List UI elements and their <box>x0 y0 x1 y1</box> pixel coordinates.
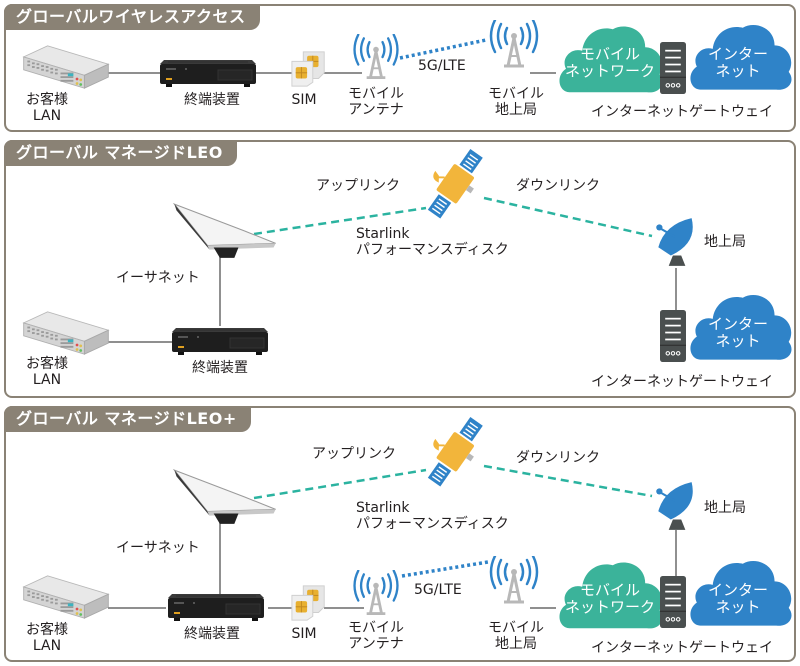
uplink-line <box>253 206 427 236</box>
mobile-network-cloud-label: モバイル ネットワーク <box>565 582 655 616</box>
gateway-label: インターネットゲートウェイ <box>591 104 773 120</box>
customer-lan-label: お客様 LAN <box>22 92 72 124</box>
panel-title: グローバル マネージドLEO <box>4 140 237 166</box>
panel-title: グローバルワイヤレスアクセス <box>4 4 260 30</box>
mobile-antenna-label-line2: アンテナ <box>348 102 404 118</box>
sim-label: SIM <box>291 626 317 642</box>
gateway-server-icon <box>660 310 686 362</box>
starlink-dish-label-line1: Starlink <box>356 226 410 242</box>
sim-card-icon <box>290 584 328 622</box>
downlink-label: ダウンリンク <box>516 450 600 466</box>
mobile-network-line1: モバイル <box>579 581 641 599</box>
ground-station-label: 地上局 <box>704 500 746 516</box>
gateway-server-icon <box>660 576 686 628</box>
internet-line2: ネット <box>715 332 761 350</box>
downlink-line <box>483 464 653 498</box>
mobile-antenna-label-line2: アンテナ <box>348 636 404 652</box>
internet-line1: インター <box>707 315 769 333</box>
cellular-link-5g-lte <box>399 38 487 60</box>
customer-lan-switch-icon <box>20 310 112 356</box>
link-label-5g-lte: 5G/LTE <box>418 58 466 74</box>
internet-line2: ネット <box>715 62 761 80</box>
internet-cloud-label: インター ネット <box>708 46 768 80</box>
uplink-label: アップリンク <box>312 446 396 462</box>
mobile-antenna-label: モバイル アンテナ <box>348 620 404 652</box>
gateway-label: インターネットゲートウェイ <box>591 374 773 390</box>
customer-lan-switch-icon <box>20 44 112 90</box>
mobile-ground-station-label: モバイル 地上局 <box>488 620 544 652</box>
mobile-antenna-label: モバイル アンテナ <box>348 86 404 118</box>
uplink-line <box>253 468 427 500</box>
satellite-icon <box>416 146 492 222</box>
internet-cloud-label: インター ネット <box>708 582 768 616</box>
mobile-antenna-label-line1: モバイル <box>348 620 404 636</box>
mobile-network-line1: モバイル <box>579 45 641 63</box>
starlink-dish-icon <box>172 200 276 262</box>
ground-station-label: 地上局 <box>704 234 746 250</box>
downlink-label: ダウンリンク <box>516 178 600 194</box>
mobile-antenna-icon <box>348 34 404 82</box>
customer-lan-label: お客様 LAN <box>22 356 72 388</box>
gateway-label: インターネットゲートウェイ <box>591 640 773 656</box>
panel-global-managed-leo: グローバル マネージドLEO イーサネット アップリンク ダウンリンク Star… <box>4 140 796 398</box>
panel-global-wireless-access: グローバルワイヤレスアクセス お客様 LAN 終端装置 SIM モバイル アンテ… <box>4 4 796 132</box>
customer-lan-label-line1: お客様 <box>26 622 68 638</box>
mobile-antenna-icon <box>348 570 404 618</box>
customer-lan-switch-icon <box>20 574 112 620</box>
connection-lines <box>108 464 677 609</box>
customer-lan-label-line2: LAN <box>32 108 62 124</box>
mobile-ground-station-label-line1: モバイル <box>488 620 544 636</box>
mobile-ground-station-label-line2: 地上局 <box>495 102 537 118</box>
terminal-device-icon <box>158 58 258 88</box>
terminal-label: 終端装置 <box>192 360 248 376</box>
mobile-ground-station-label-line2: 地上局 <box>495 636 537 652</box>
mobile-antenna-label-line1: モバイル <box>348 86 404 102</box>
terminal-device-icon <box>170 326 270 356</box>
connection-lines <box>108 196 677 343</box>
gateway-server-icon <box>660 42 686 94</box>
mobile-network-line2: ネットワーク <box>564 598 656 616</box>
customer-lan-label-line2: LAN <box>32 638 62 654</box>
terminal-label: 終端装置 <box>184 92 240 108</box>
starlink-dish-label: Starlink パフォーマンスディスク <box>356 226 509 258</box>
downlink-line <box>483 196 653 238</box>
panel-title: グローバル マネージドLEO+ <box>4 406 251 432</box>
internet-cloud-label: インター ネット <box>708 316 768 350</box>
uplink-label: アップリンク <box>316 178 400 194</box>
cellular-link-5g-lte <box>401 560 489 578</box>
internet-line1: インター <box>707 45 769 63</box>
terminal-label: 終端装置 <box>184 626 240 642</box>
customer-lan-label-line2: LAN <box>32 372 62 388</box>
internet-line1: インター <box>707 581 769 599</box>
ethernet-label: イーサネット <box>116 540 200 556</box>
sim-card-icon <box>290 50 328 88</box>
panel-global-managed-leo-plus: グローバル マネージドLEO+ イーサネット アップリンク ダウンリンク Sta… <box>4 406 796 662</box>
internet-line2: ネット <box>715 598 761 616</box>
customer-lan-label: お客様 LAN <box>22 622 72 654</box>
starlink-dish-icon <box>172 466 276 528</box>
mobile-network-line2: ネットワーク <box>564 62 656 80</box>
ground-station-icon <box>650 480 702 532</box>
starlink-dish-label: Starlink パフォーマンスディスク <box>356 500 509 532</box>
ground-station-icon <box>650 216 702 268</box>
satellite-icon <box>416 414 492 490</box>
customer-lan-label-line1: お客様 <box>26 92 68 108</box>
sim-label: SIM <box>291 92 317 108</box>
mobile-ground-station-label-line1: モバイル <box>488 86 544 102</box>
connection-lines <box>106 38 556 74</box>
mobile-ground-station-icon <box>484 20 544 70</box>
starlink-dish-label-line2: パフォーマンスディスク <box>356 242 509 258</box>
mobile-ground-station-label: モバイル 地上局 <box>488 86 544 118</box>
starlink-dish-label-line2: パフォーマンスディスク <box>356 516 509 532</box>
mobile-ground-station-icon <box>484 556 544 606</box>
terminal-device-icon <box>166 592 266 622</box>
ethernet-label: イーサネット <box>116 270 200 286</box>
mobile-network-cloud-label: モバイル ネットワーク <box>565 46 655 80</box>
customer-lan-label-line1: お客様 <box>26 356 68 372</box>
link-label-5g-lte: 5G/LTE <box>414 582 462 598</box>
starlink-dish-label-line1: Starlink <box>356 500 410 516</box>
